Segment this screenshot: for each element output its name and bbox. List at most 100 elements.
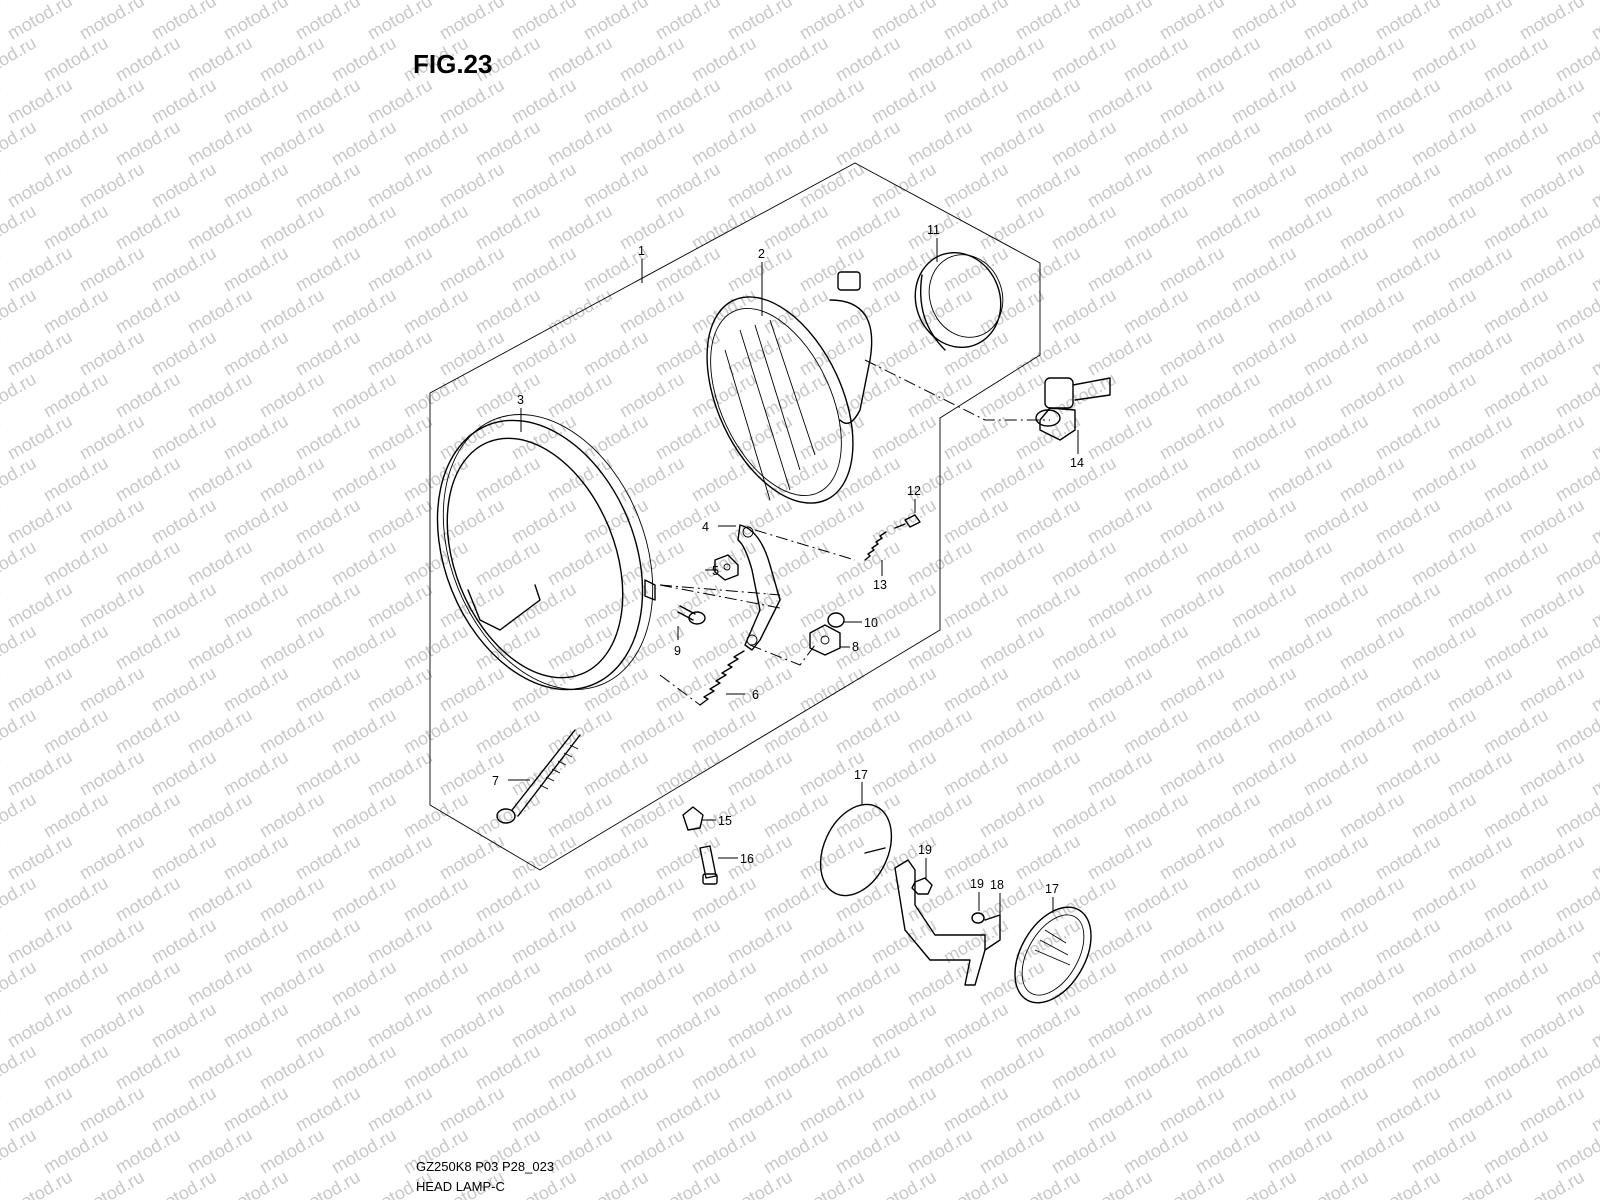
watermark-text: motod.ru — [868, 1167, 940, 1200]
watermark-text: motod.ru — [1048, 201, 1120, 254]
watermark-text: motod.ru — [112, 705, 184, 758]
watermark-text: motod.ru — [76, 1083, 148, 1136]
watermark-text: motod.ru — [976, 285, 1048, 338]
callout-4: 4 — [702, 520, 709, 534]
watermark-text: motod.ru — [724, 831, 796, 884]
watermark-text: motod.ru — [1048, 285, 1120, 338]
watermark-text: motod.ru — [76, 327, 148, 380]
cap-15[interactable] — [682, 806, 704, 831]
adjuster-bracket[interactable] — [737, 524, 781, 651]
spring-13[interactable] — [864, 531, 887, 561]
watermark-text: motod.ru — [184, 33, 256, 86]
adjusting-screw[interactable] — [496, 729, 581, 824]
watermark-text: motod.ru — [1120, 873, 1192, 926]
headlamp-unit[interactable] — [677, 271, 882, 526]
bulb-cover[interactable] — [902, 241, 1014, 360]
screw-9[interactable] — [677, 605, 706, 625]
watermark-text: motod.ru — [1228, 0, 1300, 43]
callout-1: 1 — [638, 244, 645, 258]
nut-19b[interactable] — [971, 912, 985, 924]
watermark-text: motod.ru — [1336, 453, 1408, 506]
reflector-right[interactable] — [999, 894, 1106, 1016]
watermark-text: motod.ru — [976, 1125, 1048, 1178]
watermark-text: motod.ru — [688, 201, 760, 254]
watermark-text: motod.ru — [580, 831, 652, 884]
watermark-text: motod.ru — [292, 75, 364, 128]
watermark-text: motod.ru — [1516, 75, 1588, 128]
watermark-text: motod.ru — [1084, 411, 1156, 464]
watermark-text: motod.ru — [1120, 285, 1192, 338]
headlamp-bulb[interactable] — [1035, 377, 1111, 441]
watermark-text: motod.ru — [940, 495, 1012, 548]
watermark-text: motod.ru — [292, 831, 364, 884]
watermark-text: motod.ru — [1336, 537, 1408, 590]
watermark-text: motod.ru — [1012, 663, 1084, 716]
watermark-text: motod.ru — [1084, 159, 1156, 212]
watermark-text: motod.ru — [1192, 369, 1264, 422]
watermark-text: motod.ru — [1084, 747, 1156, 800]
watermark-text: motod.ru — [616, 537, 688, 590]
watermark-text: motod.ru — [1480, 285, 1552, 338]
watermark-text: motod.ru — [112, 453, 184, 506]
watermark-text: motod.ru — [1444, 75, 1516, 128]
watermark-text: motod.ru — [1264, 201, 1336, 254]
watermark-text: motod.ru — [4, 579, 76, 632]
watermark-text: motod.ru — [652, 579, 724, 632]
watermark-text: motod.ru — [976, 873, 1048, 926]
watermark-text: motod.ru — [1228, 411, 1300, 464]
bolt-16[interactable] — [699, 845, 718, 885]
adjuster-spring[interactable] — [699, 650, 745, 706]
watermark-text: motod.ru — [1012, 159, 1084, 212]
watermark-text: motod.ru — [508, 495, 580, 548]
headlamp-rim[interactable] — [399, 383, 691, 721]
watermark-text: motod.ru — [40, 201, 112, 254]
watermark-text: motod.ru — [1120, 1125, 1192, 1178]
watermark-text: motod.ru — [1120, 369, 1192, 422]
watermark-text: motod.ru — [4, 495, 76, 548]
watermark-text: motod.ru — [832, 873, 904, 926]
watermark-text: motod.ru — [4, 159, 76, 212]
watermark-text: motod.ru — [0, 957, 40, 1010]
watermark-text: motod.ru — [544, 621, 616, 674]
watermark-text: motod.ru — [760, 873, 832, 926]
watermark-text: motod.ru — [724, 159, 796, 212]
watermark-text: motod.ru — [328, 705, 400, 758]
watermark-text: motod.ru — [652, 1167, 724, 1200]
watermark-text: motod.ru — [4, 915, 76, 968]
reflector-left[interactable] — [807, 793, 906, 907]
watermark-text: motod.ru — [0, 369, 40, 422]
watermark-text: motod.ru — [1480, 537, 1552, 590]
watermark-text: motod.ru — [400, 537, 472, 590]
watermark-text: motod.ru — [724, 411, 796, 464]
watermark-text: motod.ru — [256, 201, 328, 254]
watermark-text: motod.ru — [796, 75, 868, 128]
watermark-text: motod.ru — [832, 537, 904, 590]
screw-12[interactable] — [894, 514, 921, 529]
watermark-text: motod.ru — [1012, 1083, 1084, 1136]
watermark-text: motod.ru — [1300, 915, 1372, 968]
watermark-text: motod.ru — [1480, 201, 1552, 254]
watermark-text: motod.ru — [1408, 453, 1480, 506]
cap-nut-10[interactable] — [827, 612, 845, 628]
watermark-text: motod.ru — [580, 0, 652, 43]
watermark-text: motod.ru — [292, 327, 364, 380]
watermark-text: motod.ru — [652, 495, 724, 548]
nut-5[interactable] — [714, 554, 739, 581]
watermark-text: motod.ru — [1408, 621, 1480, 674]
watermark-text: motod.ru — [184, 1125, 256, 1178]
watermark-text: motod.ru — [760, 957, 832, 1010]
watermark-text: motod.ru — [688, 369, 760, 422]
watermark-text: motod.ru — [1012, 579, 1084, 632]
watermark-text: motod.ru — [0, 831, 4, 884]
watermark-text: motod.ru — [508, 915, 580, 968]
watermark-text: motod.ru — [544, 957, 616, 1010]
watermark-text: motod.ru — [904, 1125, 976, 1178]
nut-19a[interactable] — [911, 877, 933, 895]
watermark-text: motod.ru — [0, 915, 4, 968]
nut-8[interactable] — [809, 624, 841, 656]
watermark-text: motod.ru — [652, 327, 724, 380]
watermark-text: motod.ru — [1408, 369, 1480, 422]
watermark-text: motod.ru — [220, 747, 292, 800]
watermark-text: motod.ru — [976, 369, 1048, 422]
reflector-bracket[interactable] — [894, 859, 1001, 986]
